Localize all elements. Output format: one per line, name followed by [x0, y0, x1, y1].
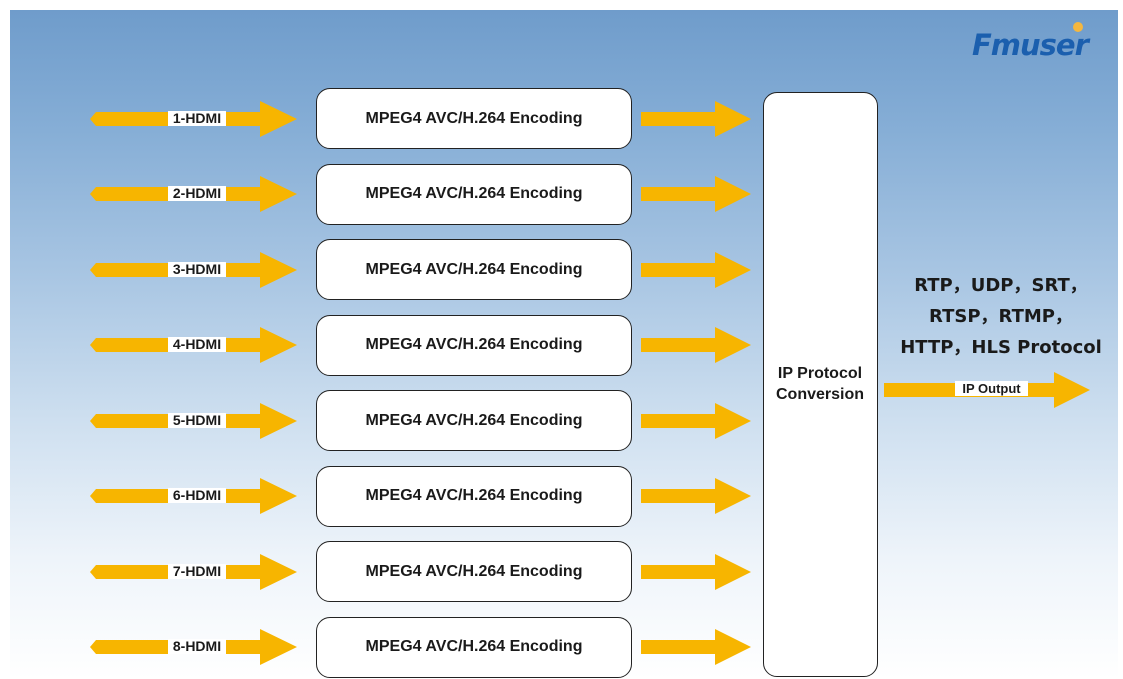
encoder-label: MPEG4 AVC/H.264 Encoding: [365, 109, 583, 127]
encoder-box: MPEG4 AVC/H.264 Encoding: [316, 88, 632, 149]
encoder-label: MPEG4 AVC/H.264 Encoding: [365, 260, 583, 278]
encoder-label: MPEG4 AVC/H.264 Encoding: [365, 185, 583, 202]
encoder-to-ip-arrow-icon: [641, 176, 751, 212]
encoder-label: MPEG4 AVC/H.264 Encoding: [365, 336, 583, 353]
protocol-line-2: RTSP，RTMP，: [929, 306, 1073, 327]
encoder-box: MPEG4 AVC/H.264 Encoding: [316, 465, 632, 527]
hdmi-input-label: 6-HDMI: [168, 488, 226, 503]
conversion-label: IP Protocol Conversion: [764, 363, 876, 405]
encoder-label: MPEG4 AVC/H.264 Encoding: [365, 562, 583, 580]
encoder-box: MPEG4 AVC/H.264 Encoding: [316, 239, 632, 300]
encoder-box: MPEG4 AVC/H.264 Encoding: [316, 314, 632, 376]
encoder-box: MPEG4 AVC/H.264 Encoding: [316, 541, 632, 602]
hdmi-input-label: 3-HDMI: [168, 261, 226, 277]
encoder-to-ip-arrow-icon: [641, 100, 751, 137]
encoder-to-ip-arrow-icon: [641, 478, 751, 514]
conversion-label-line2: Conversion: [775, 386, 864, 403]
protocol-line-1: RTP，UDP，SRT，: [914, 275, 1088, 296]
logo-dot-icon: [1073, 22, 1083, 32]
encoder-box: MPEG4 AVC/H.264 Encoding: [316, 390, 632, 451]
encoder-label: MPEG4 AVC/H.264 Encoding: [365, 411, 583, 429]
encoder-to-ip-arrow-icon: [641, 629, 751, 665]
hdmi-input-label: 2-HDMI: [168, 186, 226, 201]
protocol-list: RTP，UDP，SRT， RTSP，RTMP， HTTP，HLS Protoco…: [884, 270, 1118, 363]
encoder-to-ip-arrow-icon: [641, 251, 751, 288]
hdmi-input-label: 4-HDMI: [168, 337, 226, 352]
encoder-label: MPEG4 AVC/H.264 Encoding: [365, 638, 583, 655]
hdmi-input-label: 1-HDMI: [168, 110, 226, 126]
conversion-label-line1: IP Protocol: [777, 365, 863, 382]
brand-logo: Fmuser: [972, 28, 1089, 62]
encoder-to-ip-arrow-icon: [641, 402, 751, 439]
encoder-box: MPEG4 AVC/H.264 Encoding: [316, 163, 632, 225]
ip-protocol-conversion-box: IP Protocol Conversion: [763, 92, 878, 677]
hdmi-input-label: 5-HDMI: [168, 412, 226, 428]
encoder-to-ip-arrow-icon: [641, 327, 751, 363]
ip-output-label: IP Output: [955, 381, 1028, 396]
hdmi-input-label: 8-HDMI: [168, 639, 226, 654]
encoder-label: MPEG4 AVC/H.264 Encoding: [365, 487, 583, 504]
protocol-line-3: HTTP，HLS Protocol: [900, 337, 1102, 358]
encoder-box: MPEG4 AVC/H.264 Encoding: [316, 616, 632, 678]
hdmi-input-label: 7-HDMI: [168, 563, 226, 579]
encoder-to-ip-arrow-icon: [641, 553, 751, 590]
